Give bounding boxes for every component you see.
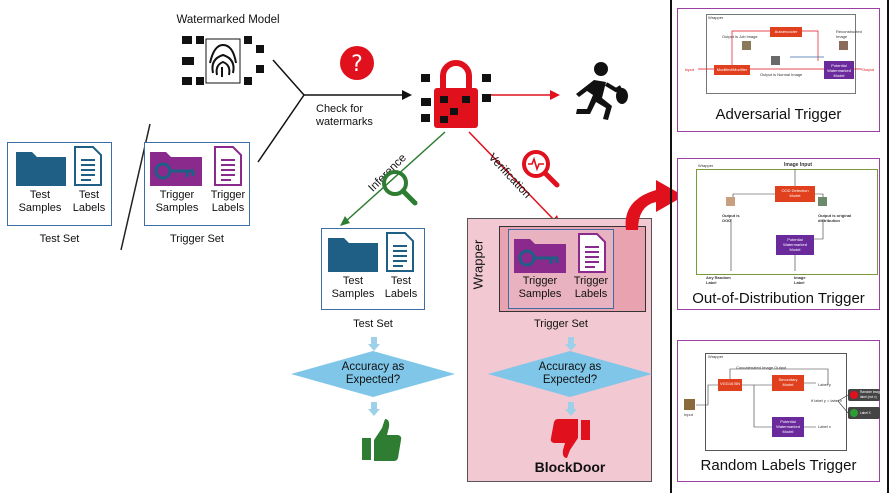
x-icon — [850, 391, 858, 399]
decision-diamond — [291, 351, 455, 397]
svg-text:?: ? — [351, 52, 363, 77]
panel-title: Out-of-Distribution Trigger — [692, 290, 865, 307]
key-folder-icon — [514, 239, 566, 273]
watermarked-model-title: Watermarked Model — [176, 14, 280, 26]
inference-test-set-caption: Test Set — [353, 318, 393, 330]
secondary-model-box: Secondary Model — [772, 375, 804, 391]
concat-output-label: Concatenated Image Output — [736, 365, 787, 370]
potential-model-box: Potential Watermarked Model — [776, 235, 814, 255]
inference-test-set-box: Test Samples Test Labels — [321, 228, 425, 310]
test-samples-label: Test Samples — [331, 275, 375, 300]
wrapper-frame — [705, 353, 847, 451]
folder-icon — [16, 152, 66, 186]
image-input-label: Image Input — [784, 162, 813, 168]
lock-icon — [421, 60, 491, 128]
thumb-image — [742, 41, 751, 50]
verification-decision-label: Accuracy as Expected? — [538, 361, 602, 386]
document-icon — [386, 232, 414, 272]
ood-model-box: OOD Detection Model — [775, 186, 815, 202]
trigger-samples-label: Trigger Samples — [518, 275, 562, 300]
test-labels-label: Test Labels — [72, 189, 106, 214]
fingerprint-model-icon — [182, 36, 264, 85]
output-original-label: Output is original distribution — [818, 213, 852, 223]
check-icon — [850, 409, 858, 417]
blockdoor-label: BlockDoor — [534, 459, 606, 475]
curved-arrow-icon — [625, 180, 684, 230]
reconstructed-label: Reconstructed Image — [836, 29, 862, 39]
random-label-text: Random image label (not x) — [860, 390, 882, 399]
output-ood-label: Output is OOD — [722, 213, 740, 223]
input-label: Input — [684, 412, 693, 417]
wrapper-tag: Wrapper — [698, 163, 714, 168]
panel-title: Random Labels Trigger — [700, 457, 857, 474]
random-label-text: Any Random Label — [706, 275, 731, 285]
trigger-labels-label: Trigger Labels — [210, 189, 246, 214]
adversarial-connectors — [698, 30, 862, 70]
purple-document-icon — [214, 146, 242, 186]
magnifier-green-icon — [382, 170, 418, 206]
input-label: Input — [685, 67, 694, 72]
adversarial-trigger-panel: Wrapper Input Output is Job image Autoen… — [677, 8, 880, 132]
down-arrow-icon — [565, 337, 577, 351]
thief-icon — [576, 62, 628, 120]
label-y-text: Label y — [818, 382, 831, 387]
test-set-box: Test Samples Test Labels — [7, 142, 112, 226]
random-connectors — [696, 368, 849, 428]
vgg-box: VGG16 BN — [718, 379, 742, 391]
decision-diamond — [488, 351, 652, 397]
wrapper-label: Wrapper — [470, 239, 486, 290]
key-folder-icon — [150, 152, 202, 186]
down-arrow-icon — [368, 337, 380, 351]
down-arrow-icon — [565, 402, 577, 416]
thumb-image — [726, 197, 735, 206]
wrapper-tag: Wrapper — [708, 15, 724, 20]
output-normal-label: Output is Normal Image — [760, 72, 803, 77]
thumb-image — [818, 197, 827, 206]
thumb-image — [771, 56, 780, 65]
test-set-caption: Test Set — [39, 233, 80, 245]
trigger-labels-label: Trigger Labels — [573, 275, 609, 300]
panel-title: Adversarial Trigger — [715, 106, 842, 123]
potential-model-box: Potential Watermarked Model — [824, 61, 854, 79]
document-icon — [74, 146, 102, 186]
ood-connectors — [730, 169, 824, 271]
wrapper-trigger-set-box: Trigger Samples Trigger Labels — [508, 229, 614, 309]
test-samples-label: Test Samples — [18, 189, 62, 214]
question-icon: ? — [340, 46, 374, 80]
down-arrow-icon — [368, 402, 380, 416]
wrapper-tag: Wrapper — [708, 354, 724, 359]
thumbs-down-icon — [550, 419, 590, 458]
wrapper-frame — [706, 14, 856, 94]
output-job-label: Output is Job image — [722, 34, 758, 39]
if-label-text: If label y = label x — [811, 398, 843, 403]
autoencoder-box: Autoencoder — [770, 27, 802, 37]
test-labels-label: Test Labels — [384, 275, 418, 300]
magnifier-red-icon — [522, 150, 560, 188]
modifier-box: Modified/Modifier — [714, 65, 750, 75]
right-column-frame — [670, 0, 889, 493]
trigger-set-box: Trigger Samples Trigger Labels — [144, 142, 250, 226]
label-x-out-text: Label X — [860, 411, 871, 415]
output-label: Output — [862, 67, 875, 72]
potential-model-box: Potential Watermarked Model — [772, 417, 804, 437]
inference-decision-label: Accuracy as Expected? — [341, 361, 405, 386]
trigger-set-caption: Trigger Set — [169, 233, 224, 245]
trigger-samples-label: Trigger Samples — [155, 189, 199, 214]
wrapper-frame — [696, 169, 878, 275]
image-label-text: Image Label — [794, 275, 806, 285]
folder-icon — [328, 238, 378, 272]
ood-trigger-panel: Wrapper Image Input OOD Detection Model … — [677, 158, 880, 310]
label-x-text: Label x — [818, 424, 831, 429]
thumb-image — [839, 41, 848, 50]
random-labels-panel: Wrapper Input Concatenated Image Output … — [677, 340, 882, 482]
check-for-watermarks-label: Check for watermarks — [316, 103, 373, 128]
wrapper-trigger-set-caption: Trigger Set — [533, 318, 588, 330]
purple-document-icon — [578, 233, 606, 273]
thumbs-up-icon — [362, 419, 402, 461]
input-thumb — [684, 399, 695, 410]
